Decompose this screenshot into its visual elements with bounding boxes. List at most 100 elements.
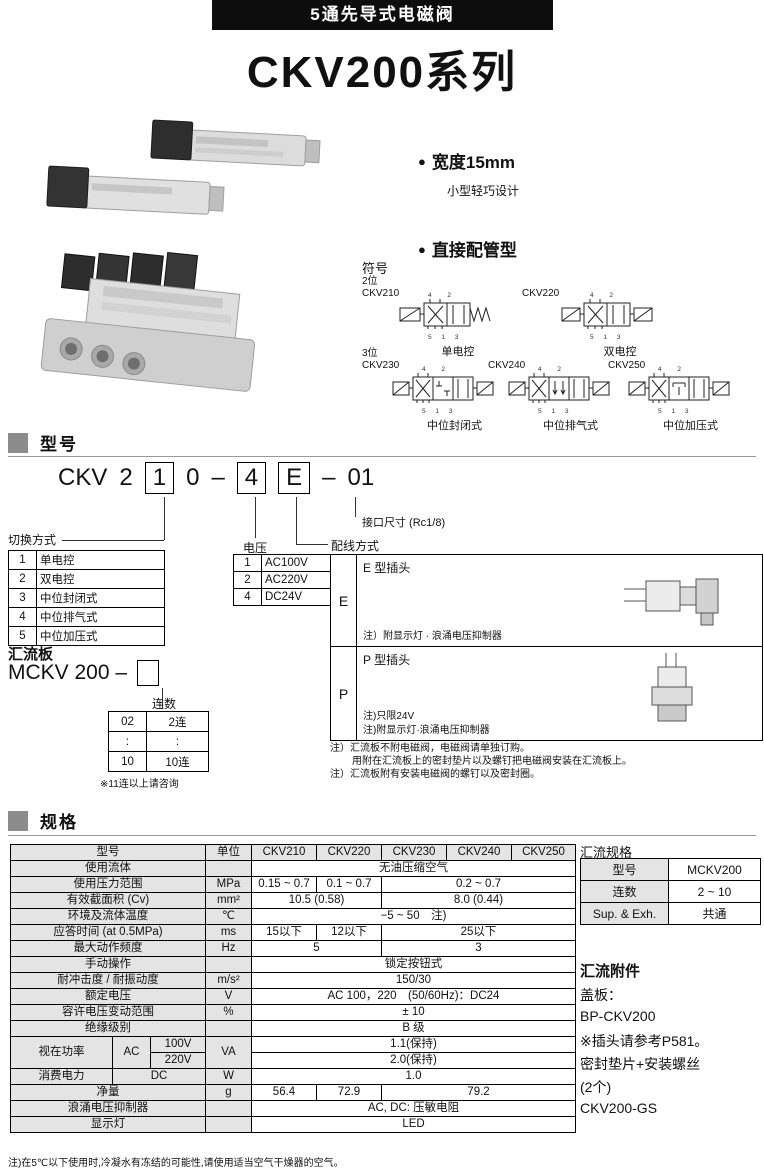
- value-cell: 中位排气式: [36, 607, 165, 627]
- feature-width-label: 宽度15mm: [431, 153, 515, 172]
- key-cell: 1: [8, 550, 37, 570]
- feature-piping-label: 直接配管型: [431, 241, 517, 260]
- spec-unit: mm²: [205, 892, 252, 909]
- spec-value: 56.4: [251, 1084, 317, 1101]
- table-row: 使用压力范围 MPa 0.15 ~ 0.7 0.1 ~ 0.7 0.2 ~ 0.…: [10, 876, 576, 893]
- port-numbers: 5 1 3: [428, 334, 463, 341]
- value-cell: 单电控: [36, 550, 165, 570]
- col-header: CKV240: [446, 844, 512, 861]
- manifold-label: 汇流板: [8, 646, 54, 663]
- spec-value: B 级: [251, 1020, 576, 1037]
- wiring-note: 注）附显示灯 · 浪涌电压抑制器: [363, 631, 502, 642]
- key-cell: :: [108, 731, 147, 752]
- symbol-model-label: CKV240: [488, 360, 526, 371]
- port-numbers: 5 1 3: [538, 408, 573, 415]
- spec-value: 2 ~ 10: [668, 880, 761, 903]
- table-row: 最大动作频度 Hz 5 3: [10, 940, 576, 957]
- voltage-label: 电压: [243, 541, 268, 555]
- station-count-label: 连数: [152, 697, 177, 711]
- spec-unit: m/s²: [205, 972, 252, 989]
- accessory-line: (2个): [580, 1079, 612, 1095]
- section-marker-icon: [8, 432, 28, 453]
- spec-label: 消费电力: [10, 1068, 113, 1085]
- spec-section-title: 规格: [40, 813, 78, 832]
- spec-value: 0.15 ~ 0.7: [251, 876, 317, 893]
- spec-value: 共通: [668, 902, 761, 925]
- table-row: Sup. & Exh.共通: [580, 902, 761, 925]
- spec-section-header: 规格: [8, 808, 78, 833]
- wiring-table: E E 型插头 注）附显示灯 · 浪涌电压抑制器 P P 型插头: [330, 554, 763, 741]
- valve-symbol-ckv230: 4 2 5 1 3 中位封闭式: [392, 366, 517, 433]
- key-cell: 3: [8, 588, 37, 608]
- valve-symbol-ckv210: 4 2 5 1 3 单电控: [398, 292, 518, 359]
- plug-type-name: E 型插头: [363, 561, 411, 575]
- spec-value: 10.5 (0.58): [251, 892, 382, 909]
- port-numbers: 5 1 3: [422, 408, 457, 415]
- port-numbers: 5 1 3: [590, 334, 625, 341]
- table-row: ::: [108, 731, 209, 752]
- feature-width: ● 宽度15mm: [418, 148, 515, 173]
- spec-unit: [205, 860, 252, 877]
- spec-value: 72.9: [316, 1084, 382, 1101]
- spec-unit: [205, 1100, 252, 1117]
- spec-label: 显示灯: [10, 1116, 206, 1133]
- symbol-model-label: CKV210: [362, 288, 400, 299]
- value-cell: AC100V: [261, 554, 332, 572]
- valve-symbol-ckv220: 4 2 5 1 3 双电控: [560, 292, 680, 359]
- symbol-caption: 中位排气式: [543, 420, 598, 432]
- divider: [8, 835, 756, 836]
- spec-label: 使用压力范围: [10, 876, 206, 893]
- port-numbers: 4 2: [422, 366, 453, 373]
- code-dash: –: [322, 464, 336, 491]
- symbol-position-label: 3位: [362, 348, 378, 359]
- connector-line: [62, 540, 164, 541]
- symbol-model-label: CKV220: [522, 288, 560, 299]
- spec-value: 1.1(保持): [251, 1036, 576, 1053]
- spec-sublabel: 100V: [150, 1036, 206, 1053]
- key-cell: 1: [233, 554, 262, 572]
- col-header: CKV250: [511, 844, 576, 861]
- symbol-caption: 中位封闭式: [427, 420, 482, 432]
- table-row: 消费电力 DC W 1.0: [10, 1068, 576, 1085]
- table-row: 耐冲击度 / 耐振动度 m/s² 150/30: [10, 972, 576, 989]
- spec-value: LED: [251, 1116, 576, 1133]
- spec-sublabel: 220V: [150, 1052, 206, 1069]
- spec-value: 15以下: [251, 924, 317, 941]
- plug-type-name: P 型插头: [363, 653, 411, 667]
- manifold-note: 注）汇流板不附电磁阀，电磁阀请单独订购。: [330, 743, 530, 754]
- wiring-detail-cell: P 型插头 注)只限24V 注)附显示灯·浪涌电压抑制器: [356, 646, 763, 741]
- accessory-line: 盖板：: [580, 987, 622, 1003]
- wiring-detail-cell: E 型插头 注）附显示灯 · 浪涌电压抑制器: [356, 554, 763, 647]
- manifold-note: 注）汇流板附有安装电磁阀的螺钉以及密封圈。: [330, 769, 540, 780]
- section-marker-icon: [8, 810, 28, 831]
- col-header: CKV230: [381, 844, 447, 861]
- col-header: CKV210: [251, 844, 317, 861]
- code-part-boxed: 4: [236, 462, 267, 494]
- manifold-code-prefix: MCKV 200 –: [8, 661, 128, 684]
- footnote: 注)在5℃以下使用时,冷凝水有冻结的可能性,请使用适当空气干燥器的空气。: [8, 1158, 344, 1169]
- spec-value: 12以下: [316, 924, 382, 941]
- spec-value: 0.2 ~ 0.7: [381, 876, 576, 893]
- spec-label: 应答时间 (at 0.5MPa): [10, 924, 206, 941]
- spec-value: 无油压缩空气: [251, 860, 576, 877]
- valve-symbol-drawing: [392, 373, 494, 403]
- key-cell: 10: [108, 751, 147, 772]
- code-part: 01: [347, 464, 375, 491]
- table-row: 浪涌电压抑制器 AC, DC: 压敏电阻: [10, 1100, 576, 1117]
- spec-value: 5: [251, 940, 382, 957]
- bullet-icon: ●: [418, 154, 426, 169]
- spec-unit: %: [205, 1004, 252, 1021]
- product-photo: [40, 119, 321, 392]
- symbol-caption: 双电控: [603, 346, 637, 358]
- spec-value: 锁定按钮式: [251, 956, 576, 973]
- spec-unit: VA: [205, 1036, 252, 1069]
- page-title: CKV200系列: [246, 48, 518, 97]
- table-row: 显示灯 LED: [10, 1116, 576, 1133]
- manifold-code-box: [137, 660, 160, 686]
- spec-label: 绝缘级别: [10, 1020, 206, 1037]
- spec-value: MCKV200: [668, 858, 761, 881]
